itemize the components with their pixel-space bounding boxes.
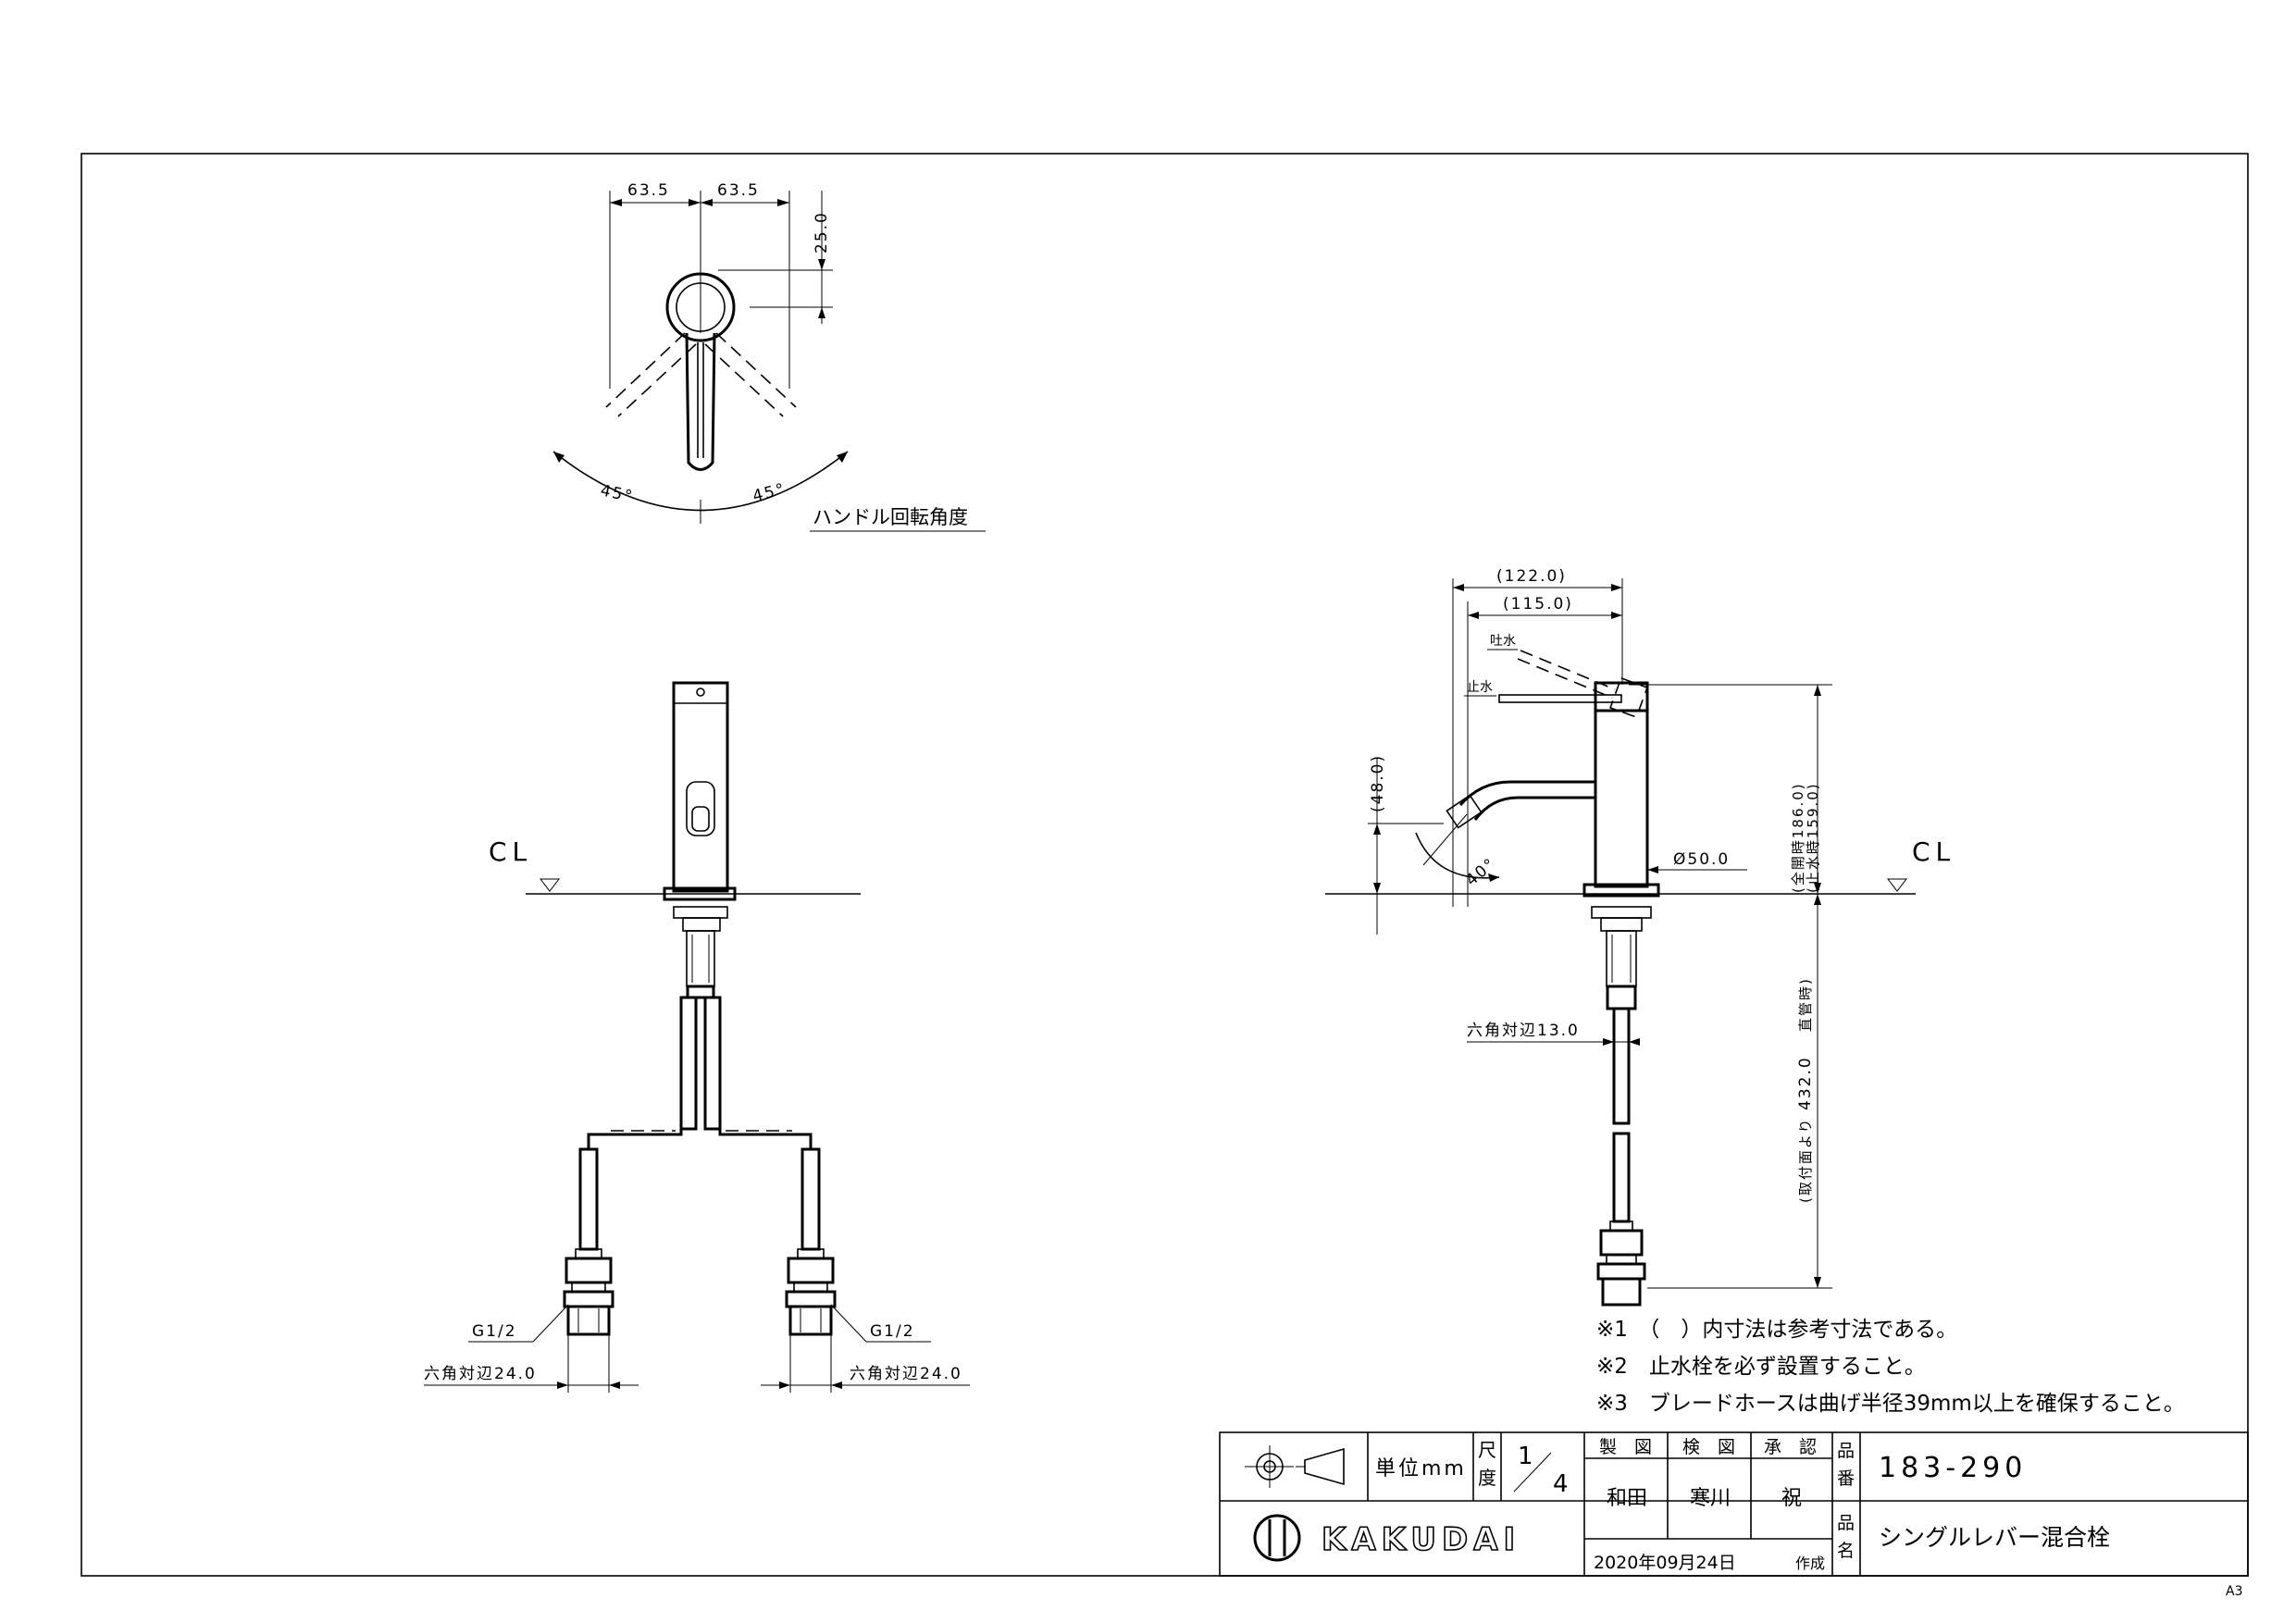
drawn-by: 和田 <box>1607 1487 1647 1510</box>
side-height-closed: (止水時159.0) <box>1805 782 1821 893</box>
created-label: 作成 <box>1795 1555 1825 1572</box>
sheet-size: A3 <box>2226 1584 2242 1599</box>
top-dim-left: 63.5 <box>627 181 670 200</box>
part-name-label-1: 品 <box>1837 1513 1855 1533</box>
part-name-label-2: 名 <box>1837 1541 1855 1561</box>
top-view: 63.5 63.5 25.0 45° 45° ハンドル回転角度 <box>552 181 986 532</box>
unit-label: 単位mm <box>1375 1457 1467 1481</box>
front-thread-left: G1/2 <box>472 1322 517 1341</box>
scale-label-1: 尺 <box>1478 1439 1496 1461</box>
side-hose-prefix: (取付面より <box>1797 1117 1814 1203</box>
side-label-open: 吐水 <box>1490 634 1516 649</box>
front-cl-label: CL <box>489 836 532 867</box>
side-hose-length: 432.0 <box>1796 1056 1815 1110</box>
part-no-label-2: 番 <box>1837 1468 1855 1489</box>
top-angle-left: 45° <box>599 481 636 506</box>
notes: ※1 （ ）内寸法は参考寸法である。 ※2 止水栓を必ず設置すること。 ※3 ブ… <box>1596 1318 2185 1416</box>
part-name: シングルレバー混合栓 <box>1879 1524 2110 1551</box>
side-cl-label: CL <box>1912 836 1955 867</box>
front-hex-right: 六角対辺24.0 <box>850 1365 962 1383</box>
side-dim-spout: (115.0) <box>1503 595 1573 613</box>
top-dim-vertical: 25.0 <box>813 211 831 254</box>
side-diameter: Ø50.0 <box>1673 850 1730 869</box>
kakudai-logo-icon: KAKUDAI <box>1253 1514 1520 1562</box>
checked-label: 検 図 <box>1682 1437 1735 1457</box>
front-thread-right: G1/2 <box>870 1322 915 1341</box>
side-dim-spout-height: (48.0) <box>1369 754 1387 812</box>
side-hose-suffix: 直管時) <box>1797 977 1814 1032</box>
note-1: ※1 （ ）内寸法は参考寸法である。 <box>1596 1318 1957 1342</box>
scale-num: 1 <box>1518 1443 1533 1470</box>
side-hex-small: 六角対辺13.0 <box>1467 1022 1580 1040</box>
front-view: CL <box>424 681 970 1393</box>
scale-den: 4 <box>1553 1470 1569 1498</box>
checked-by: 寒川 <box>1690 1487 1731 1510</box>
top-angle-right: 45° <box>751 480 788 506</box>
scale-label-2: 度 <box>1478 1467 1496 1489</box>
part-number: 183-290 <box>1879 1452 2027 1484</box>
side-view: (122.0) (115.0) 吐水 止水 (48.0) 40° <box>1325 567 1955 1307</box>
date: 2020年09月24日 <box>1594 1553 1736 1573</box>
side-height-full: (全開時186.0) <box>1790 782 1806 893</box>
drawn-label: 製 図 <box>1599 1437 1652 1457</box>
approved-by: 祝 <box>1781 1487 1802 1510</box>
top-caption: ハンドル回転角度 <box>813 506 968 528</box>
note-3: ※3 ブレードホースは曲げ半径39mm以上を確保すること。 <box>1596 1392 2185 1416</box>
note-2: ※2 止水栓を必ず設置すること。 <box>1596 1355 1926 1379</box>
front-hex-left: 六角対辺24.0 <box>424 1365 537 1383</box>
brand-name: KAKUDAI <box>1322 1521 1520 1558</box>
part-no-label-1: 品 <box>1837 1441 1855 1461</box>
top-dim-right: 63.5 <box>717 181 760 200</box>
side-label-closed: 止水 <box>1467 680 1493 695</box>
side-dim-overall: (122.0) <box>1496 567 1567 586</box>
approved-label: 承 認 <box>1764 1437 1817 1457</box>
title-block: 単位mm 尺 度 1 4 製 図 検 図 承 認 和田 寒川 祝 品 番 183… <box>1219 1431 2249 1577</box>
drawing-frame <box>81 153 2249 1577</box>
